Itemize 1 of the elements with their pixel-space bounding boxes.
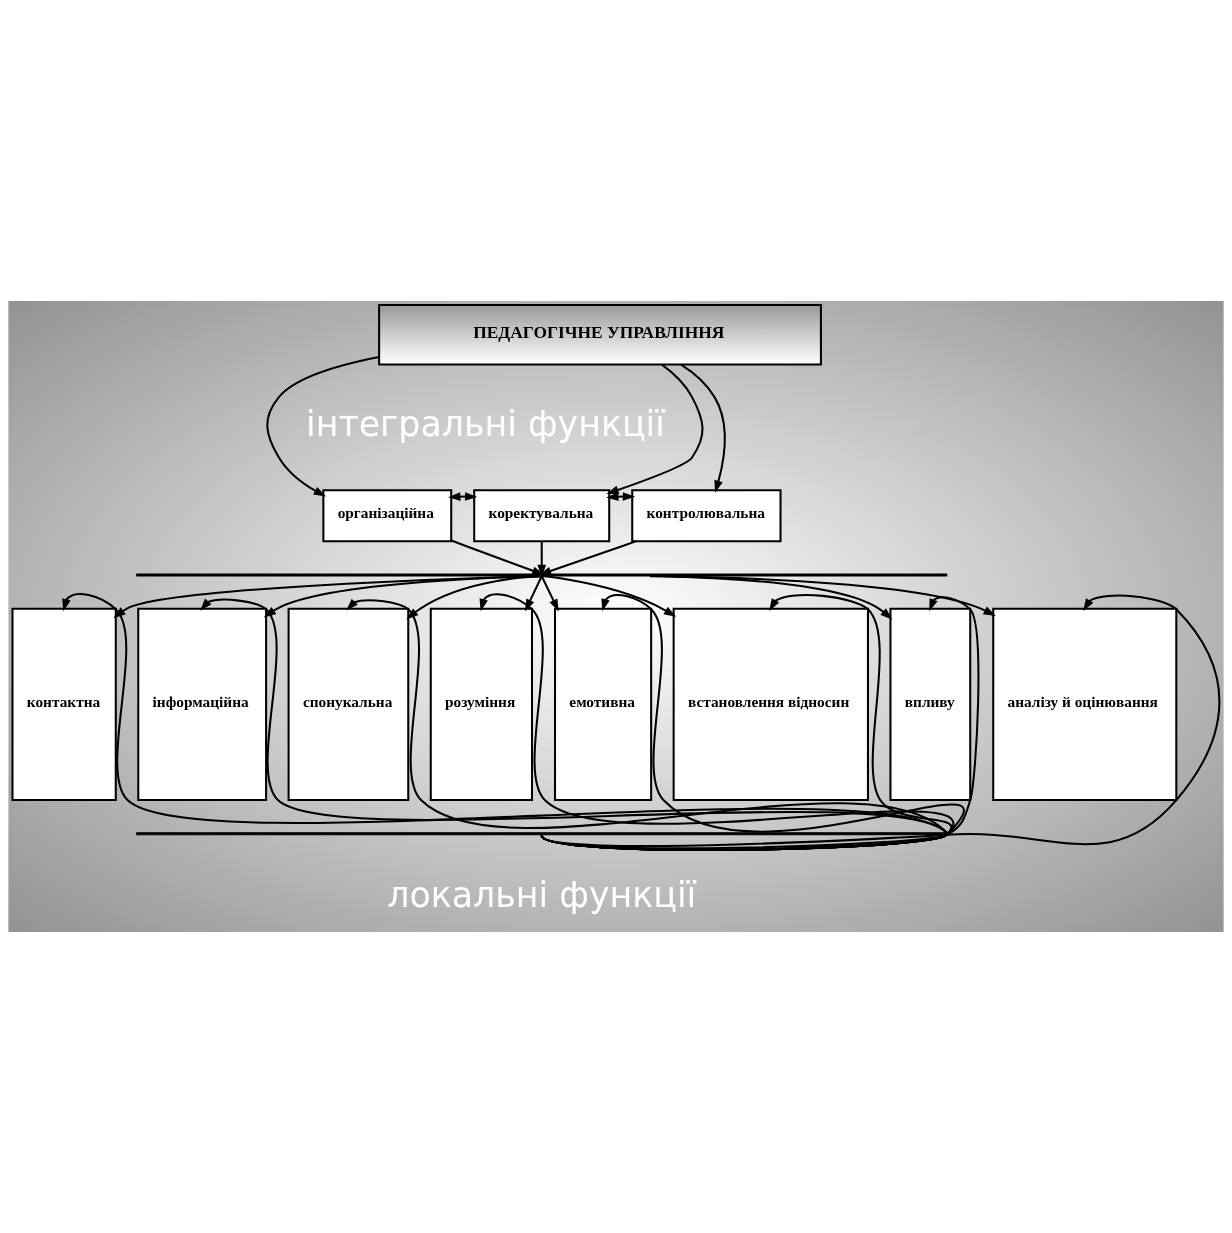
label: локальні функції [387,874,697,915]
